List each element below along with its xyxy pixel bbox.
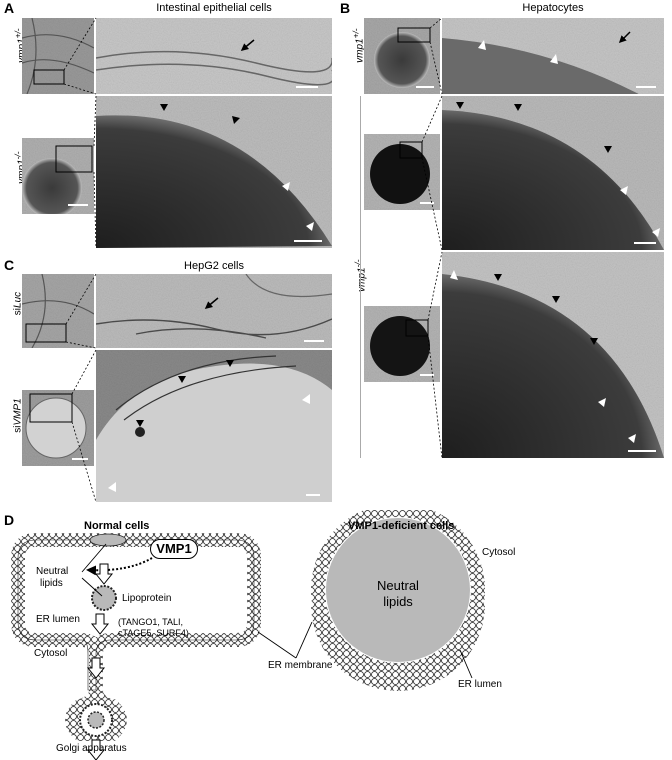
arrowhead-icon: [550, 54, 558, 64]
arrowhead-icon: [620, 186, 628, 195]
panel-a-label: A: [4, 0, 15, 16]
arrowhead-icon: [450, 270, 458, 280]
arrowhead-icon: [456, 102, 464, 109]
arrowhead-icon: [136, 420, 144, 427]
golgi-label: Golgi apparatus: [56, 743, 127, 754]
er-lumen-label: ER lumen: [36, 614, 80, 625]
em-zoom-c2: [96, 350, 332, 502]
arrowhead-icon: [478, 40, 486, 50]
panel-b-label: B: [340, 0, 351, 16]
panel-c-label: C: [4, 257, 15, 273]
neutral-lipids-label-2: lipids: [40, 578, 63, 589]
arrow-icon: [618, 31, 631, 44]
er-diagram: [11, 510, 485, 760]
em-thumb-c2: [22, 390, 94, 466]
em-zoom-b1: [442, 18, 664, 94]
em-thumb-a2: [22, 138, 94, 214]
panel-b-title: Hepatocytes: [522, 2, 584, 14]
panel-c-title: HepG2 cells: [184, 260, 244, 272]
vmp1-box: VMP1: [150, 539, 198, 559]
arrowhead-icon: [552, 296, 560, 303]
er-lumen-right-label: ER lumen: [458, 679, 502, 690]
lipoprotein-particle: [91, 585, 117, 611]
em-thumb-a1: [22, 18, 94, 94]
arrowhead-icon: [514, 104, 522, 111]
em-thumb-b2: [364, 134, 440, 210]
deficient-cells-title: VMP1-deficient cells: [348, 520, 455, 532]
neutral-lipids-right-2: lipids: [383, 594, 413, 609]
arrowhead-icon: [628, 434, 636, 443]
em-thumb-c1: [22, 274, 94, 348]
deficient-er-membrane: [311, 510, 485, 677]
neutral-lipids-right-1: Neutral: [377, 578, 419, 593]
arrowhead-icon: [282, 182, 290, 191]
arrow-icon: [204, 297, 219, 309]
arrowhead-icon: [226, 360, 234, 367]
em-thumb-b1: [364, 18, 440, 94]
arrowhead-icon: [598, 398, 606, 407]
panel-d-label: D: [4, 512, 15, 528]
arrowhead-icon: [108, 482, 116, 492]
arrowhead-icon: [306, 222, 314, 231]
em-zoom-c1: [96, 274, 332, 348]
arrowhead-icon: [494, 274, 502, 281]
cargo-label-2: cTAGE5, SURF4): [118, 628, 189, 638]
dotted-arrow-icon: [86, 557, 153, 576]
em-zoom-b2: [442, 96, 664, 250]
arrowhead-icon: [302, 394, 310, 404]
cytosol-right-label: Cytosol: [482, 547, 516, 558]
zoom-connectors: [63, 17, 443, 503]
cargo-label-1: (TANGO1, TALI,: [118, 617, 184, 627]
arrowhead-icon: [178, 376, 186, 383]
panel-b-bracket: [360, 96, 361, 458]
arrow-icon: [240, 39, 255, 51]
arrowhead-icon: [652, 228, 660, 237]
arrowhead-icon: [604, 146, 612, 153]
er-membrane-label: ER membrane: [268, 660, 333, 671]
normal-cells-title: Normal cells: [84, 520, 150, 532]
arrowhead-icon: [160, 104, 168, 111]
hollow-arrow-icon: [94, 563, 114, 585]
em-thumb-b3: [364, 306, 440, 382]
em-zoom-b3: [442, 252, 664, 458]
hollow-arrow-icon: [90, 613, 110, 635]
panel-a-title: Intestinal epithelial cells: [156, 2, 272, 14]
cytosol-label: Cytosol: [34, 648, 68, 659]
em-zoom-a2: [96, 96, 332, 248]
neutral-lipid-droplet: [326, 518, 470, 662]
em-zoom-a1: [96, 18, 332, 94]
arrowhead-icon: [590, 338, 598, 345]
arrowhead-icon: [232, 116, 240, 124]
hollow-arrow-icon: [86, 739, 106, 760]
neutral-lipids-label-1: Neutral: [36, 566, 69, 577]
hollow-arrow-icon: [86, 657, 106, 679]
membrane-lipid-lens: [89, 533, 127, 547]
lipoprotein-label: Lipoprotein: [122, 593, 172, 604]
